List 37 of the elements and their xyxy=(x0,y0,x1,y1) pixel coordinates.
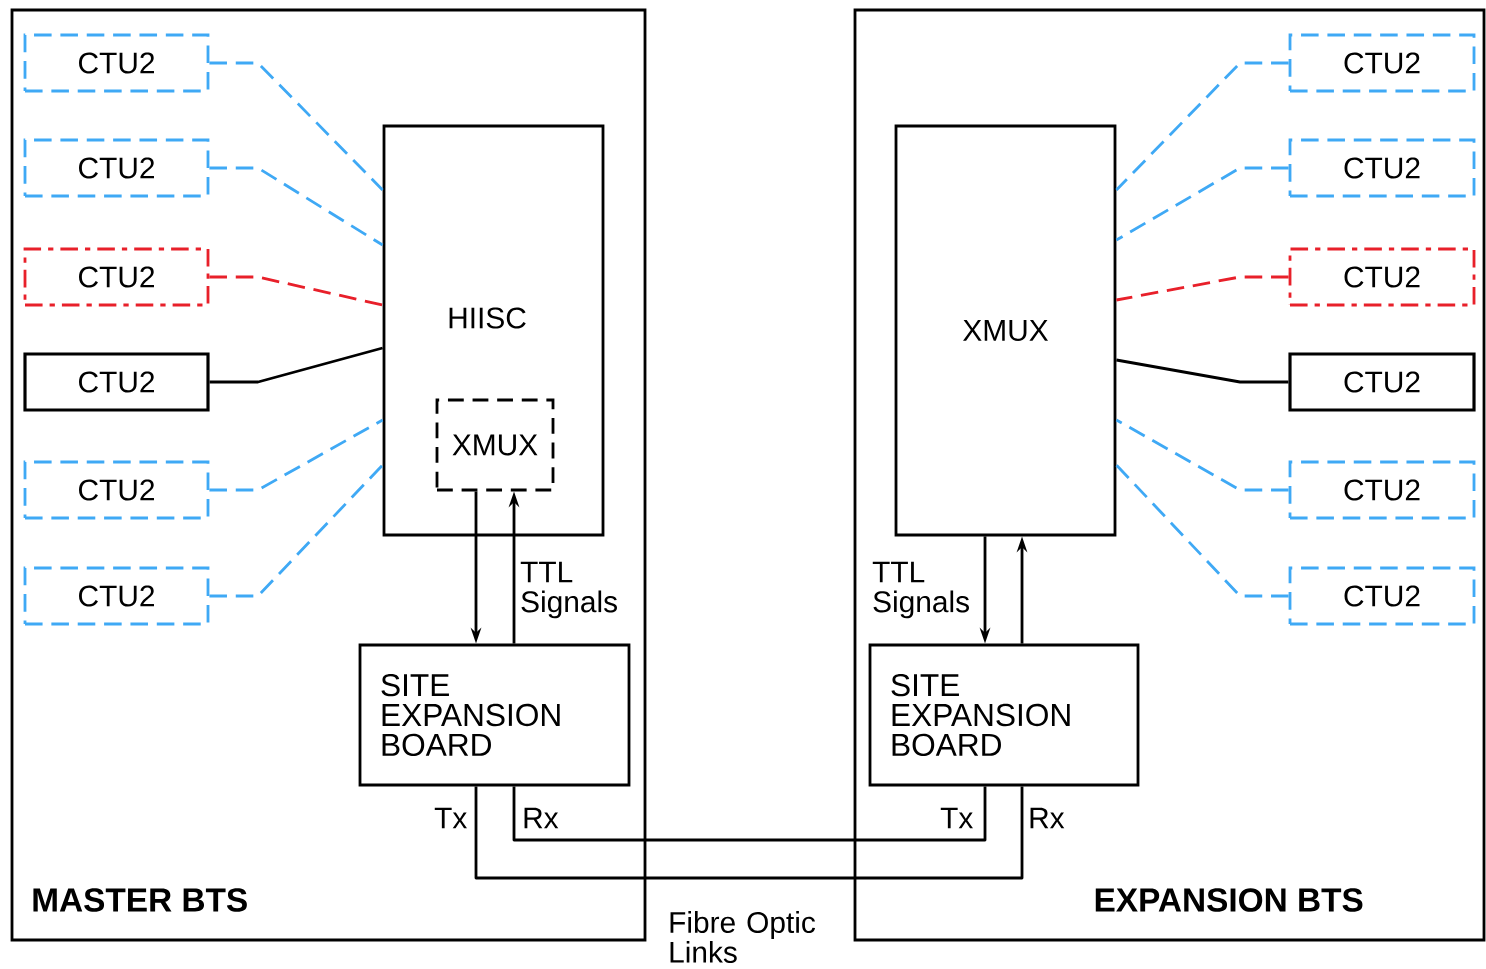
ctu-box: CTU2 xyxy=(23,460,210,520)
ctu-box: CTU2 xyxy=(23,33,210,93)
connector-line xyxy=(209,166,384,247)
text-label: Tx xyxy=(940,807,973,829)
connector-line xyxy=(209,418,384,492)
ctu-box: CTU2 xyxy=(1288,138,1476,198)
text-label: TTL Signals xyxy=(872,561,969,619)
ctu-box: CTU2 xyxy=(1288,247,1476,307)
connector-line xyxy=(512,786,987,842)
connector-line xyxy=(1115,166,1289,242)
ctu-box: CTU2 xyxy=(1288,566,1476,626)
connector-line xyxy=(474,786,1024,880)
ctu-box: CTU2 xyxy=(23,247,210,307)
connector-line xyxy=(1115,418,1289,492)
connector-line xyxy=(209,346,383,384)
connector-line xyxy=(1115,464,1289,598)
connector-line xyxy=(1115,61,1289,191)
ctu-box: CTU2 xyxy=(23,138,210,198)
ctu-box: CTU2 xyxy=(1288,460,1476,520)
connector-line xyxy=(1116,275,1289,302)
text-label: TTL Signals xyxy=(520,561,617,619)
connector-line xyxy=(209,275,383,307)
connector-line xyxy=(209,61,384,191)
module-box: XMUX xyxy=(435,398,555,492)
board-box: SITE EXPANSION BOARD xyxy=(868,643,1140,787)
connector-line xyxy=(1116,358,1289,384)
module-box: XMUX xyxy=(894,124,1117,537)
text-label: Rx xyxy=(1030,807,1065,829)
ctu-box: CTU2 xyxy=(1288,33,1476,93)
ctu-box: CTU2 xyxy=(23,566,210,626)
text-label: Tx xyxy=(434,807,467,829)
text-label: Rx xyxy=(524,807,559,829)
text-label: Fibre Optic Links xyxy=(670,911,816,963)
ctu-box: CTU2 xyxy=(1288,352,1476,412)
connector-line xyxy=(209,464,384,598)
ctu-box: CTU2 xyxy=(23,352,210,412)
board-box: SITE EXPANSION BOARD xyxy=(358,643,631,787)
